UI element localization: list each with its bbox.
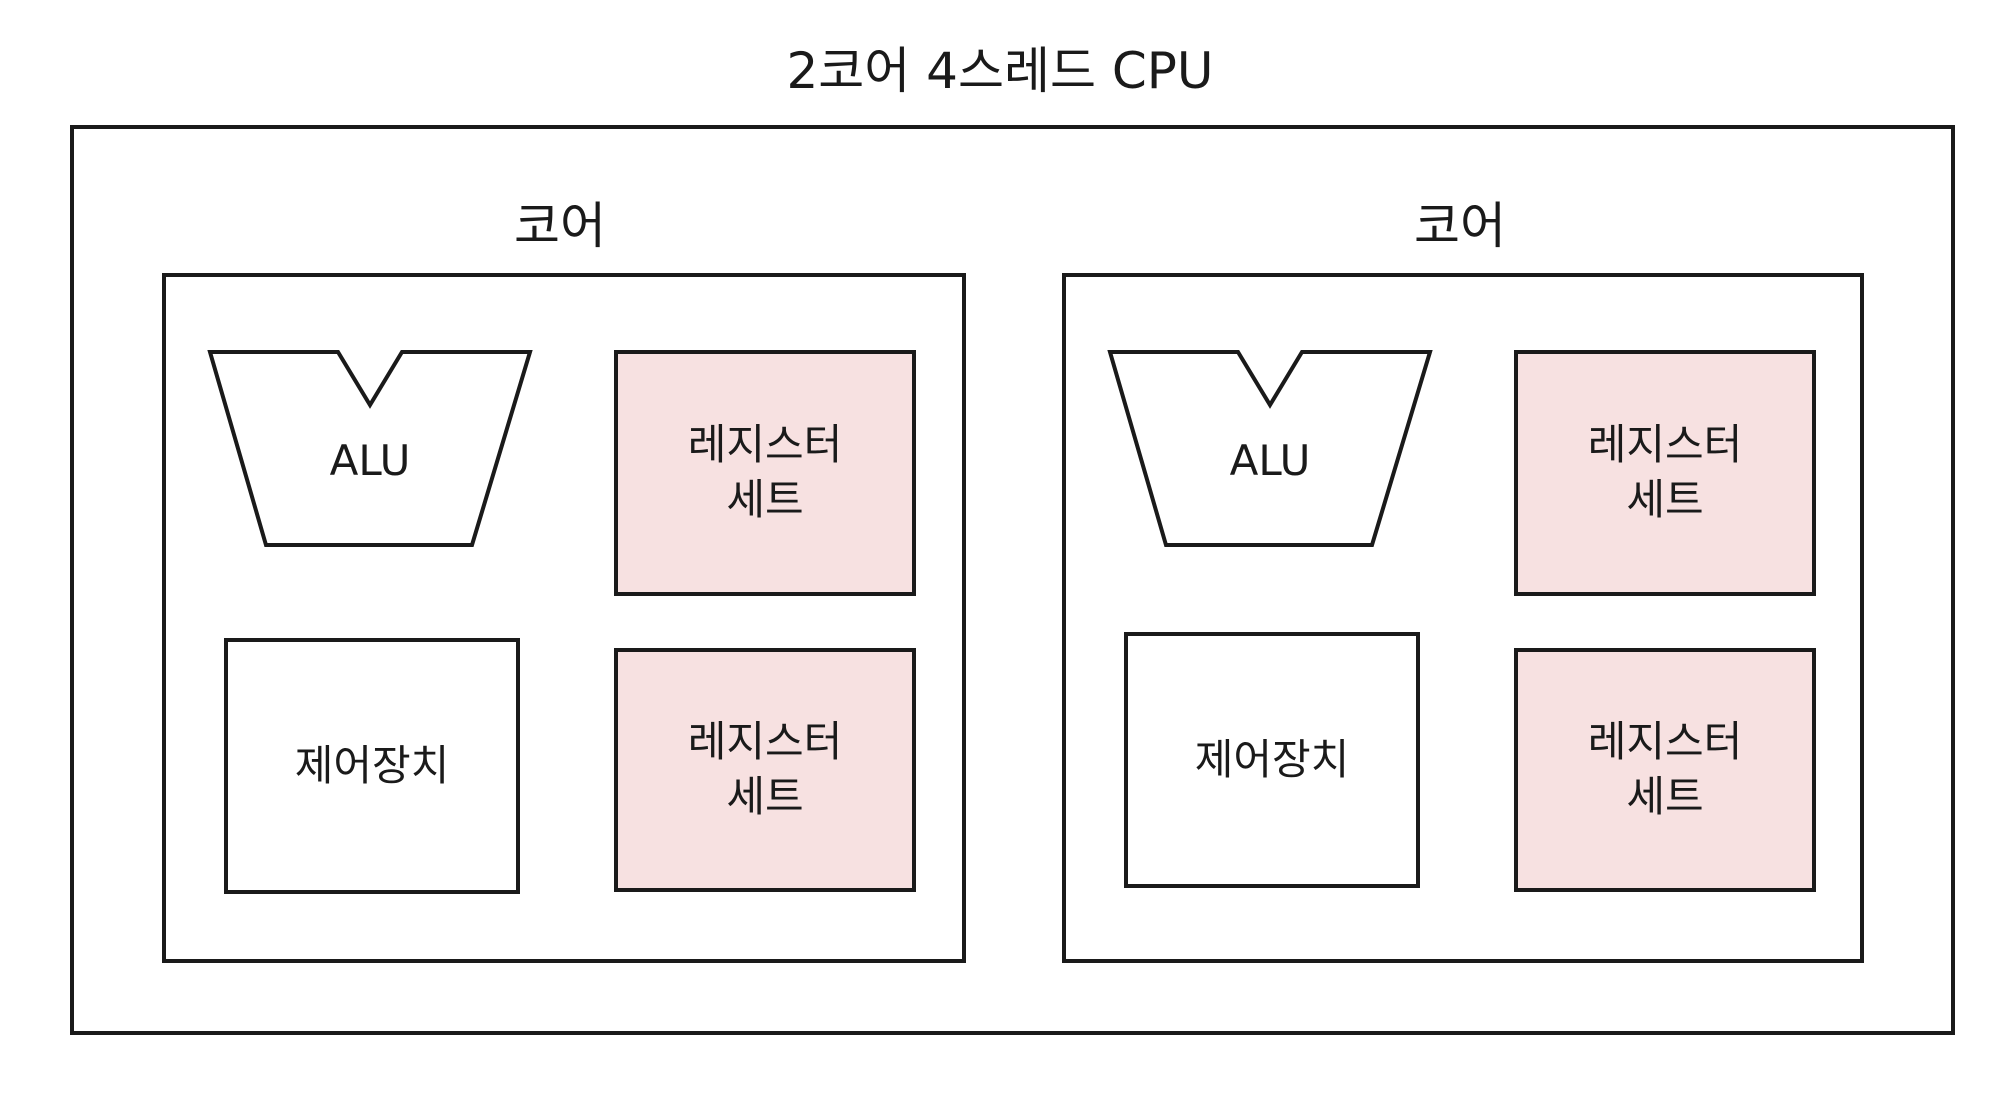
- register-set-1-1: 레지스터 세트: [614, 350, 916, 596]
- control-unit-1: 제어장치: [224, 638, 520, 894]
- control-unit-2: 제어장치: [1124, 632, 1420, 888]
- alu-label-2: ALU: [1229, 436, 1311, 485]
- core-label-1: 코어: [514, 197, 606, 255]
- diagram-title: 2코어 4스레드 CPU: [786, 42, 1214, 100]
- core-frame-2: [1062, 273, 1864, 963]
- core-label-2: 코어: [1414, 197, 1506, 255]
- register-set-1-2: 레지스터 세트: [614, 648, 916, 892]
- cpu-frame: [70, 125, 1955, 1035]
- alu-label-1: ALU: [329, 436, 411, 485]
- alu-shape-1: [207, 350, 533, 547]
- alu-shape-2: [1107, 350, 1433, 547]
- core-frame-1: [162, 273, 966, 963]
- register-set-2-1: 레지스터 세트: [1514, 350, 1816, 596]
- register-set-2-2: 레지스터 세트: [1514, 648, 1816, 892]
